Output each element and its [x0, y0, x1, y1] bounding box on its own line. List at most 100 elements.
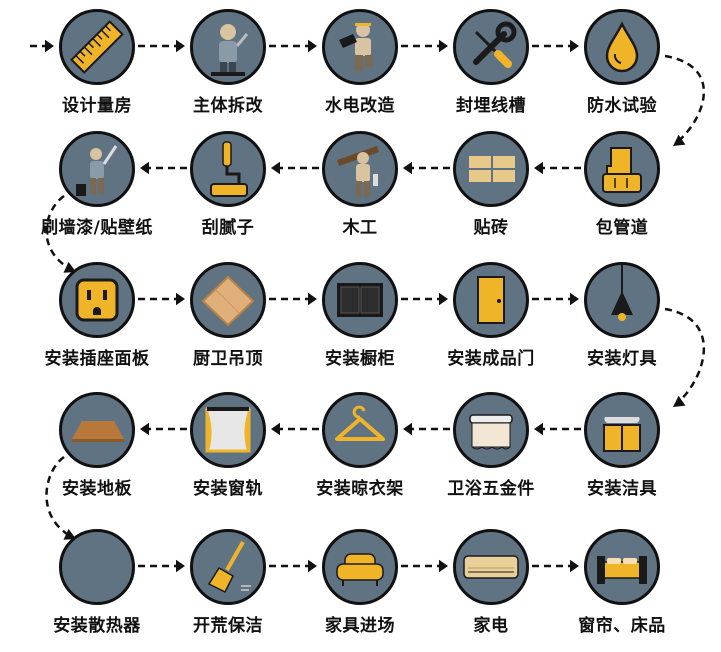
step-label: 安装洁具	[587, 479, 657, 499]
arrow-head	[176, 39, 185, 53]
arrow-head	[140, 161, 149, 175]
process-step: 安装插座面板	[17, 262, 177, 369]
step-label: 水电改造	[325, 96, 395, 116]
process-step: 安装窗轨	[148, 392, 308, 499]
arrow-head	[271, 161, 280, 175]
sofa-icon	[322, 529, 398, 605]
step-label: 刷墙漆/贴壁纸	[41, 218, 153, 238]
process-step: 贴砖	[411, 131, 571, 238]
process-step: 刮腻子	[148, 131, 308, 238]
process-step: 窗帘、床品	[542, 529, 702, 636]
arrow-head	[570, 292, 579, 306]
water-drop-icon	[584, 9, 660, 85]
process-step: 卫浴五金件	[411, 392, 571, 499]
process-step: 封埋线槽	[411, 9, 571, 116]
clothes-hanger-icon	[322, 392, 398, 468]
arrow-head	[570, 559, 579, 573]
arrow-head	[308, 292, 317, 306]
process-step: 包管道	[542, 131, 702, 238]
arrow-head	[271, 422, 280, 436]
arrow-head	[534, 161, 543, 175]
pipe-wrap-icon	[584, 131, 660, 207]
process-step: 安装橱柜	[280, 262, 440, 369]
arrow-head	[308, 559, 317, 573]
process-step: 水电改造	[280, 9, 440, 116]
arrow-head	[403, 422, 412, 436]
window-curtain-icon	[190, 392, 266, 468]
arrow-head	[176, 559, 185, 573]
vanity-sink-icon	[584, 392, 660, 468]
step-label: 木工	[342, 218, 378, 238]
ruler-icon	[59, 9, 135, 85]
step-label: 安装地板	[62, 479, 132, 499]
step-label: 设计量房	[62, 96, 132, 116]
arrow-head	[308, 39, 317, 53]
process-step: 防水试验	[542, 9, 702, 116]
step-label: 安装插座面板	[44, 349, 150, 369]
air-conditioner-icon	[453, 529, 529, 605]
paper-holder-icon	[453, 392, 529, 468]
process-step: 木工	[280, 131, 440, 238]
broom-icon	[190, 529, 266, 605]
electrician-worker-icon	[322, 9, 398, 85]
dashed-turn-connector	[664, 307, 706, 406]
process-step: 主体拆改	[148, 9, 308, 116]
dashed-turn-connector	[45, 455, 75, 540]
painter-worker-icon	[59, 131, 135, 207]
process-step: 安装灯具	[542, 262, 702, 369]
wrench-screwdriver-icon	[453, 9, 529, 85]
pendant-lamp-icon	[584, 262, 660, 338]
step-label: 安装橱柜	[325, 349, 395, 369]
process-step: 安装散热器	[17, 529, 177, 636]
step-label: 主体拆改	[193, 96, 263, 116]
step-label: 封埋线槽	[456, 96, 526, 116]
step-label: 安装晾衣架	[316, 479, 404, 499]
bed-icon	[584, 529, 660, 605]
arrow-head	[140, 422, 149, 436]
arrow-head	[673, 395, 686, 407]
arrow-head	[570, 39, 579, 53]
step-label: 家具进场	[325, 616, 395, 636]
arrow-head	[176, 292, 185, 306]
dashed-turn-connector	[45, 194, 75, 273]
paint-roller-icon	[190, 131, 266, 207]
process-step: 安装地板	[17, 392, 177, 499]
arrow-head	[534, 422, 543, 436]
arrow-head	[673, 134, 686, 146]
door-icon	[453, 262, 529, 338]
step-label: 安装窗轨	[193, 479, 263, 499]
cabinet-icon	[322, 262, 398, 338]
ceiling-panel-icon	[190, 262, 266, 338]
arrow-head	[439, 292, 448, 306]
step-label: 安装散热器	[53, 616, 141, 636]
wood-floor-icon	[59, 392, 135, 468]
step-label: 防水试验	[587, 96, 657, 116]
arrow-head	[439, 39, 448, 53]
step-label: 厨卫吊顶	[193, 349, 263, 369]
step-label: 安装灯具	[587, 349, 657, 369]
radiator-icon	[59, 529, 135, 605]
step-label: 窗帘、床品	[578, 616, 666, 636]
arrow-head	[403, 161, 412, 175]
process-step: 安装成品门	[411, 262, 571, 369]
process-step: 家具进场	[280, 529, 440, 636]
step-label: 刮腻子	[201, 218, 255, 238]
process-step: 安装晾衣架	[280, 392, 440, 499]
step-label: 家电	[473, 616, 509, 636]
step-label: 安装成品门	[447, 349, 535, 369]
arrow-head	[45, 39, 54, 53]
dashed-turn-connector	[664, 54, 706, 145]
process-step: 设计量房	[17, 9, 177, 116]
power-socket-icon	[59, 262, 135, 338]
process-step: 厨卫吊顶	[148, 262, 308, 369]
process-step: 安装洁具	[542, 392, 702, 499]
carpenter-worker-icon	[322, 131, 398, 207]
process-step: 家电	[411, 529, 571, 636]
process-step: 刷墙漆/贴壁纸	[17, 131, 177, 238]
demolition-worker-icon	[190, 9, 266, 85]
step-label: 贴砖	[473, 218, 509, 238]
step-label: 包管道	[595, 218, 649, 238]
process-step: 开荒保洁	[148, 529, 308, 636]
